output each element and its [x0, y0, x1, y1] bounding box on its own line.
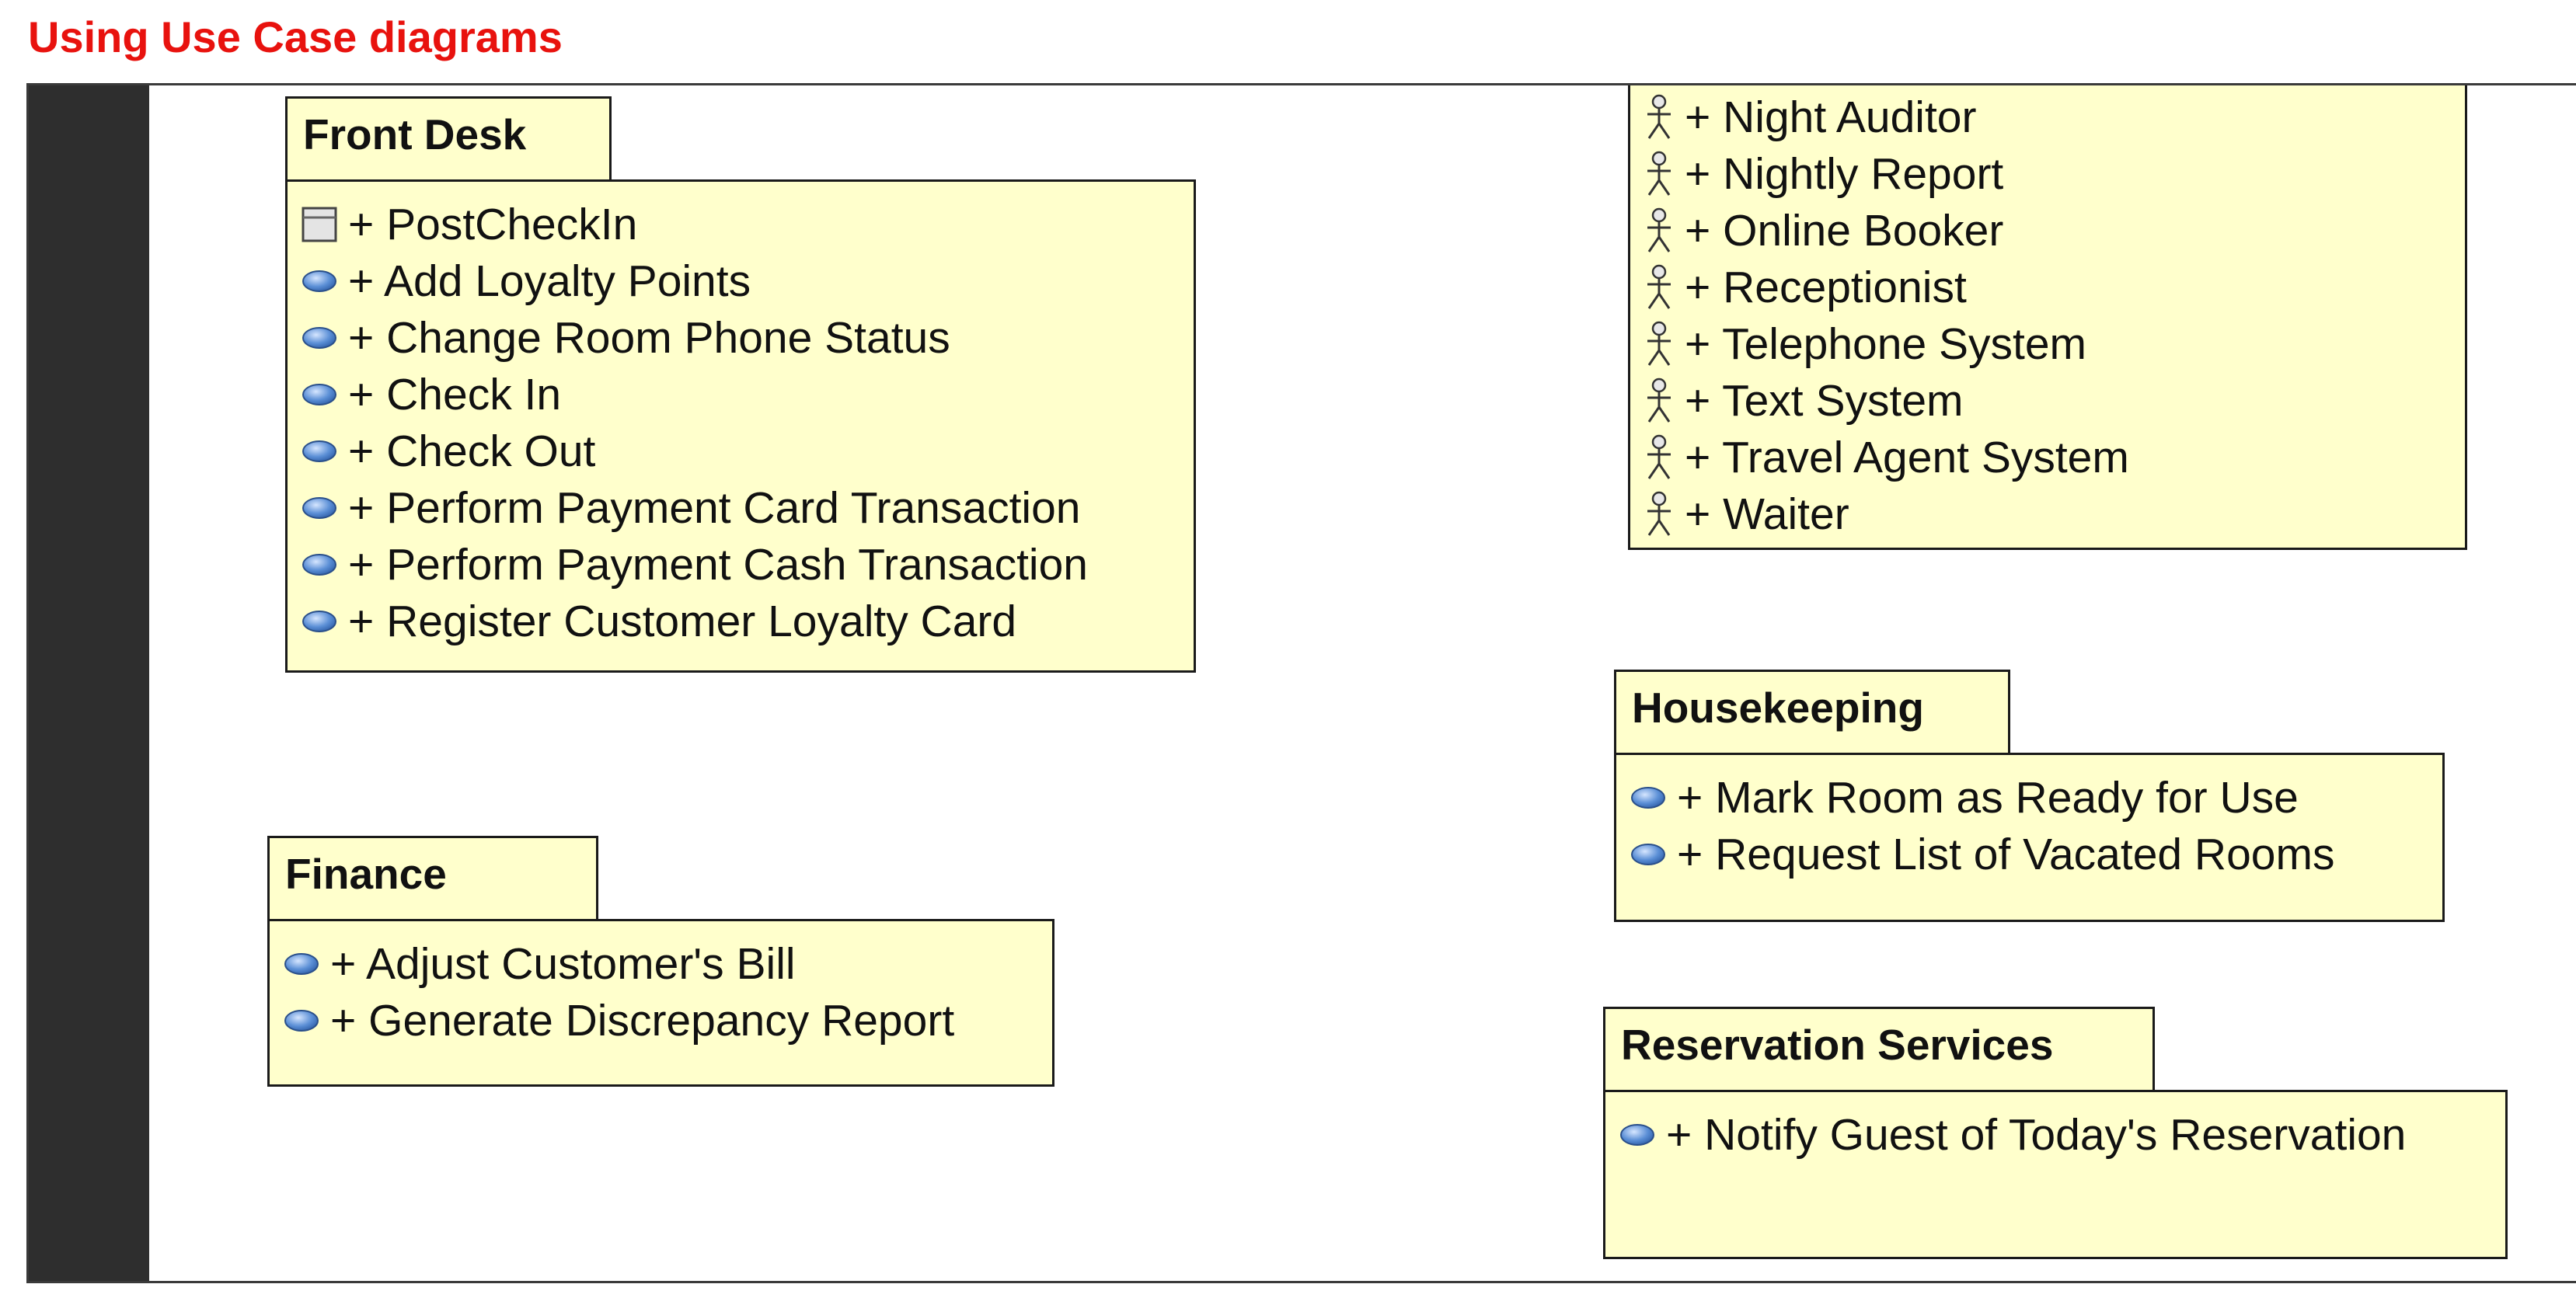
- package-member[interactable]: + PostCheckIn: [302, 196, 1194, 252]
- member-label: + Travel Agent System: [1685, 432, 2129, 482]
- member-list: + Adjust Customer's Bill + Generate Discr…: [284, 935, 1052, 1049]
- package-tab-front-desk: Front Desk: [285, 96, 612, 182]
- package-member[interactable]: + Receptionist: [1644, 259, 2465, 315]
- class-icon: [302, 207, 337, 242]
- member-label: + Adjust Customer's Bill: [330, 938, 796, 989]
- use-case-icon: [284, 1009, 319, 1032]
- package-member[interactable]: + Nightly Report: [1644, 145, 2465, 202]
- member-label: + Check In: [348, 369, 562, 419]
- use-case-icon: [1631, 843, 1665, 865]
- actor-icon: [1647, 94, 1671, 139]
- package-member[interactable]: + Generate Discrepancy Report: [284, 992, 1052, 1049]
- package-member[interactable]: + Register Customer Loyalty Card: [302, 593, 1194, 649]
- actor-icon: [1647, 207, 1671, 252]
- diagram-canvas: Front Desk + PostCheckIn + Add Loyalty Po…: [26, 83, 2576, 1283]
- package-member[interactable]: + Add Loyalty Points: [302, 252, 1194, 309]
- member-label: + Register Customer Loyalty Card: [348, 596, 1017, 646]
- use-case-icon: [1620, 1123, 1654, 1146]
- package-member[interactable]: + Waiter: [1644, 485, 2465, 542]
- actor-icon: [1647, 321, 1671, 366]
- member-label: + Change Room Phone Status: [348, 312, 950, 363]
- package-member[interactable]: + Night Auditor: [1644, 89, 2465, 145]
- package-body-reservation-services: + Notify Guest of Today's Reservation: [1603, 1090, 2508, 1259]
- package-body-housekeeping: + Mark Room as Ready for Use + Request Li…: [1614, 753, 2445, 922]
- actor-icon: [1647, 378, 1671, 423]
- package-housekeeping[interactable]: Housekeeping + Mark Room as Ready for Us…: [1614, 670, 2445, 922]
- member-label: + Telephone System: [1685, 318, 2087, 369]
- member-label: + Night Auditor: [1685, 92, 1977, 142]
- member-list: + PostCheckIn + Add Loyalty Points + Chang…: [302, 196, 1194, 649]
- use-case-icon: [302, 610, 336, 632]
- member-list: + Night Auditor + Nightly Report + Online …: [1644, 89, 2465, 542]
- member-label: + Text System: [1685, 375, 1964, 426]
- package-member[interactable]: + Telephone System: [1644, 315, 2465, 372]
- package-member[interactable]: + Check In: [302, 366, 1194, 423]
- member-label: + Waiter: [1685, 489, 1849, 539]
- member-label: + Request List of Vacated Rooms: [1677, 829, 2335, 879]
- actor-icon: [1647, 434, 1671, 479]
- package-finance[interactable]: Finance + Adjust Customer's Bill + Genera…: [267, 836, 1054, 1087]
- package-member[interactable]: + Adjust Customer's Bill: [284, 935, 1052, 992]
- package-member[interactable]: + Perform Payment Cash Transaction: [302, 536, 1194, 593]
- member-label: + Online Booker: [1685, 205, 2004, 256]
- member-label: + Check Out: [348, 426, 596, 476]
- package-member[interactable]: + Mark Room as Ready for Use: [1630, 769, 2442, 826]
- member-label: + Notify Guest of Today's Reservation: [1666, 1109, 2407, 1160]
- package-body-actors: + Night Auditor + Nightly Report + Online …: [1628, 85, 2467, 550]
- package-member[interactable]: + Perform Payment Card Transaction: [302, 479, 1194, 536]
- member-label: + Mark Room as Ready for Use: [1677, 772, 2299, 823]
- actor-icon: [1647, 264, 1671, 309]
- package-member[interactable]: + Change Room Phone Status: [302, 309, 1194, 366]
- package-front-desk[interactable]: Front Desk + PostCheckIn + Add Loyalty Po…: [285, 96, 1196, 673]
- member-label: + PostCheckIn: [348, 199, 638, 249]
- use-case-icon: [302, 496, 336, 519]
- use-case-icon: [302, 383, 336, 405]
- use-case-icon: [284, 952, 319, 975]
- package-member[interactable]: + Travel Agent System: [1644, 429, 2465, 485]
- package-body-front-desk: + PostCheckIn + Add Loyalty Points + Chang…: [285, 179, 1196, 673]
- member-label: + Add Loyalty Points: [348, 256, 751, 306]
- package-tab-finance: Finance: [267, 836, 598, 921]
- use-case-icon: [302, 270, 336, 292]
- member-label: + Generate Discrepancy Report: [330, 995, 955, 1046]
- package-actors[interactable]: + Night Auditor + Nightly Report + Online …: [1628, 85, 2467, 550]
- member-label: + Perform Payment Cash Transaction: [348, 539, 1088, 590]
- member-label: + Receptionist: [1685, 262, 1967, 312]
- package-member[interactable]: + Online Booker: [1644, 202, 2465, 259]
- package-member[interactable]: + Check Out: [302, 423, 1194, 479]
- package-tab-housekeeping: Housekeeping: [1614, 670, 2010, 755]
- use-case-icon: [302, 440, 336, 462]
- actor-icon: [1647, 491, 1671, 536]
- package-tab-reservation-services: Reservation Services: [1603, 1007, 2155, 1092]
- package-body-finance: + Adjust Customer's Bill + Generate Discr…: [267, 919, 1054, 1087]
- package-member[interactable]: + Request List of Vacated Rooms: [1630, 826, 2442, 882]
- use-case-icon: [302, 553, 336, 576]
- actor-icon: [1647, 151, 1671, 196]
- use-case-icon: [302, 326, 336, 349]
- member-label: + Nightly Report: [1685, 148, 2004, 199]
- member-list: + Notify Guest of Today's Reservation: [1619, 1106, 2505, 1163]
- member-label: + Perform Payment Card Transaction: [348, 482, 1081, 533]
- package-member[interactable]: + Notify Guest of Today's Reservation: [1619, 1106, 2505, 1163]
- page-title: Using Use Case diagrams: [28, 12, 563, 61]
- use-case-icon: [1631, 786, 1665, 809]
- member-list: + Mark Room as Ready for Use + Request Li…: [1630, 769, 2442, 882]
- package-reservation-services[interactable]: Reservation Services + Notify Guest of T…: [1603, 1007, 2508, 1259]
- left-gutter: [29, 85, 149, 1281]
- package-member[interactable]: + Text System: [1644, 372, 2465, 429]
